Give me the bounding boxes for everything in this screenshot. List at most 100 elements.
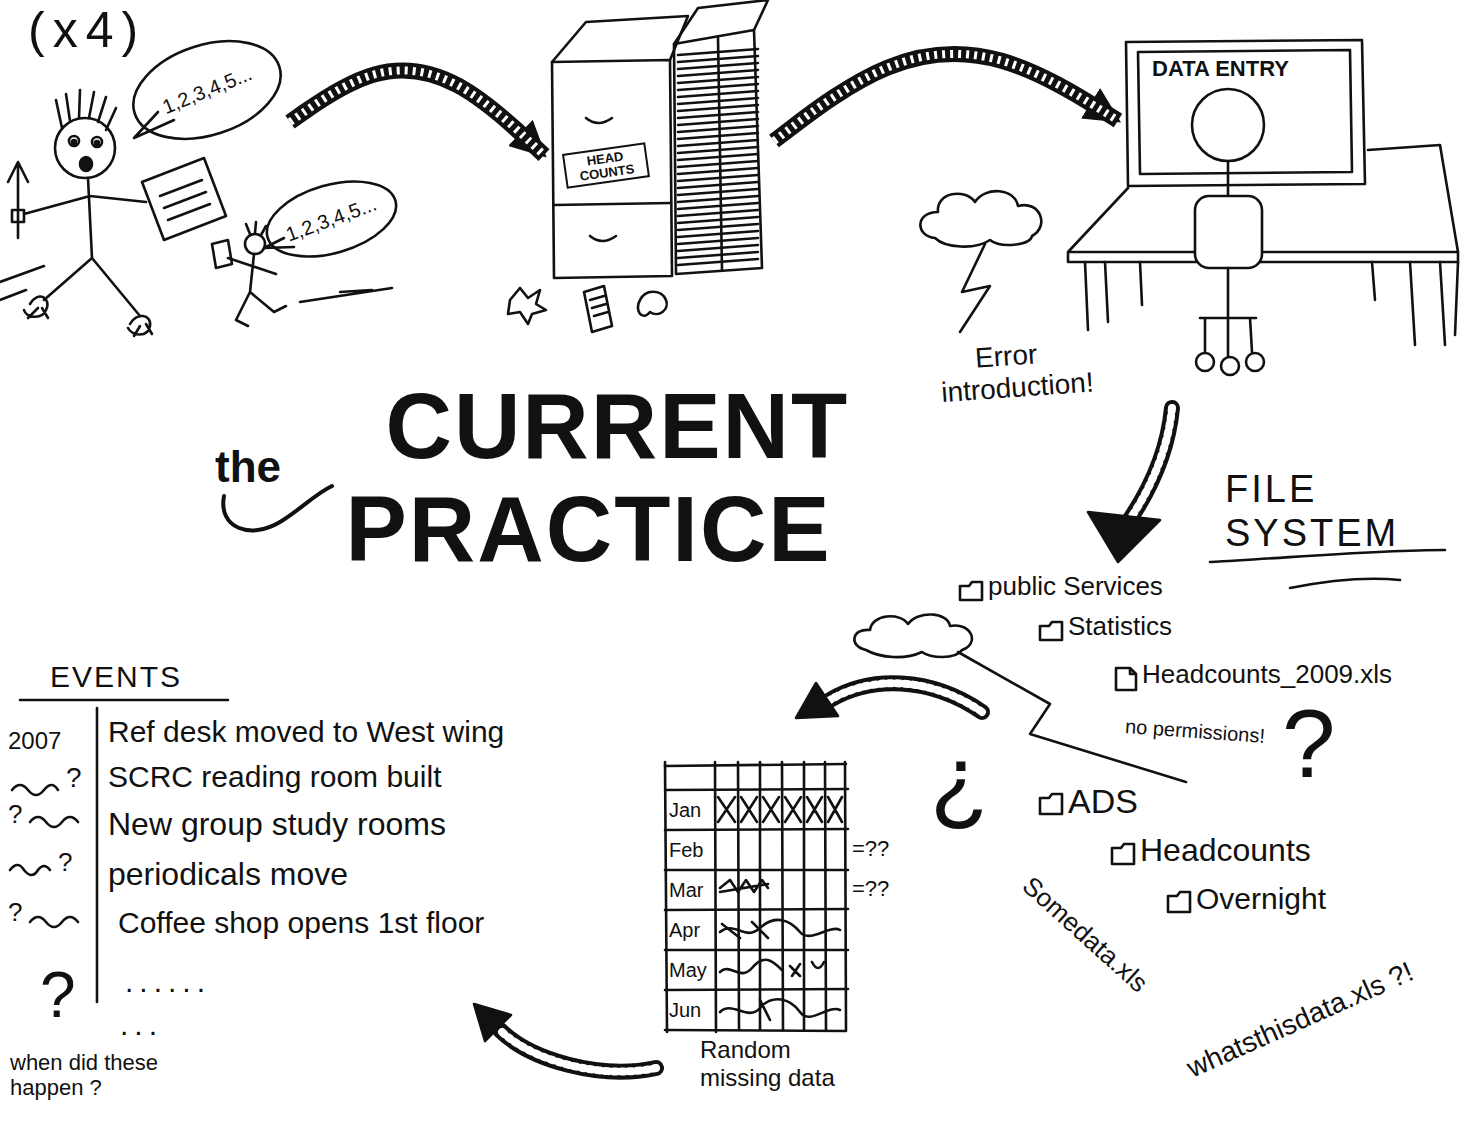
table-note: =??: [852, 876, 889, 901]
crumpled-paper: [638, 292, 667, 316]
stick-figure: [24, 297, 48, 318]
computer-monitor: DATA ENTRY: [1122, 38, 1367, 188]
hatched-arrow: [796, 683, 838, 718]
stick-figure: [72, 140, 76, 144]
month-cell: Feb: [669, 839, 703, 862]
flow-arrow: [290, 70, 544, 155]
folder-icon: [960, 582, 982, 600]
hatched-arrow: [830, 683, 982, 712]
question-mark: ?: [8, 800, 22, 830]
hatched-arrow: [1128, 408, 1172, 522]
title-swoosh: [223, 486, 332, 530]
folder-icon: [1040, 794, 1062, 814]
office-worker: [1192, 89, 1264, 161]
hatched-arrow: [474, 1004, 511, 1041]
question-mark: ?: [40, 960, 76, 1030]
cabinet-drawing: [552, 16, 688, 62]
cabinet-drawing: [674, 30, 762, 274]
question-mark: ¿: [930, 732, 989, 828]
folder-name: Headcounts: [1140, 832, 1311, 869]
bubble-outline: [258, 168, 405, 270]
hatched-arrow: [500, 1030, 656, 1072]
office-worker: [1246, 353, 1264, 371]
storm-cloud-small: [854, 614, 972, 657]
stick-figure: [80, 157, 92, 171]
stick-figure: [128, 316, 152, 336]
month-cell: Jan: [669, 799, 701, 822]
cabinet-drawing: [678, 49, 758, 265]
filing-cabinet-outline: [548, 0, 770, 282]
file-icon: [1116, 668, 1136, 690]
file-icon: [1116, 668, 1136, 690]
cabinet-drawing: [590, 236, 616, 241]
computer-monitor-text: DATA ENTRY: [1152, 56, 1289, 81]
file-name: Somedata.xls: [1016, 871, 1153, 999]
spreadsheet-grid: [665, 762, 848, 1032]
month-cell: Mar: [669, 879, 703, 902]
flow-arrow-group: [290, 70, 544, 155]
section-heading: FILE SYSTEM: [1225, 468, 1425, 555]
data-scribble: [718, 797, 842, 822]
event-text: Coffee shop opens 1st floor: [118, 906, 484, 941]
folder-name: Overnight: [1196, 882, 1326, 917]
event-text: New group study rooms: [108, 806, 446, 843]
crumpled-paper: [508, 288, 546, 324]
flow-arrow: [774, 54, 1118, 141]
spreadsheet-grid: [665, 762, 846, 1032]
section-underline: [1210, 550, 1445, 588]
sketch-art: [0, 89, 1458, 1072]
crumpled-paper: [508, 286, 667, 332]
flow-arrow-group: [774, 54, 1118, 141]
folder-icon: [1040, 622, 1062, 640]
stick-figure: [0, 266, 44, 300]
office-worker: [1196, 353, 1214, 371]
event-text: Ref desk moved to West wing: [108, 715, 504, 750]
hatched-arrow: [500, 1030, 656, 1072]
office-worker: [1192, 89, 1264, 375]
data-scribble: [720, 920, 840, 938]
cabinet-drawing: [554, 203, 671, 205]
folder-name: Statistics: [1068, 612, 1172, 642]
storm-cloud: [960, 244, 990, 332]
hatched-arrow: [796, 683, 982, 718]
question-mark: ?: [58, 848, 72, 878]
cabinet-drawing: [586, 118, 612, 123]
hatched-arrow: [1088, 512, 1160, 562]
stick-figure-small: [300, 288, 392, 302]
question-mark: ?: [1282, 696, 1335, 792]
list-heading: EVENTS: [50, 660, 182, 695]
arrow-hatching: [290, 70, 544, 155]
data-scribble: [718, 797, 842, 1020]
question-mark: ?: [8, 898, 22, 928]
folder-name: ADS: [1068, 782, 1138, 821]
question-mark: ?: [66, 762, 82, 794]
stick-figure: [56, 90, 116, 130]
office-worker: [1221, 357, 1239, 375]
section-underline: [1210, 550, 1445, 588]
spreadsheet-grid: [665, 764, 848, 1031]
table-caption: Random missing data: [700, 1036, 850, 1091]
stick-figure-small: [245, 234, 265, 254]
stick-figure: [142, 158, 226, 240]
stick-figure: [69, 136, 79, 146]
data-scribble: [720, 999, 840, 1020]
warning-note: no permissions!: [1124, 715, 1265, 748]
month-cell: Apr: [669, 919, 700, 942]
stick-figure: [95, 141, 99, 145]
event-text: SCRC reading room built: [108, 760, 441, 795]
month-cell: May: [669, 959, 707, 982]
month-cell: Jun: [669, 999, 701, 1022]
folder-icon: [1168, 892, 1190, 912]
question-note: when did these happen ?: [10, 1050, 175, 1101]
crumpled-paper: [584, 286, 612, 332]
speech-bubble: 1,2,3,4,5...: [262, 180, 401, 258]
office-worker: [1200, 268, 1256, 356]
hatched-arrow: [1088, 408, 1172, 562]
title-swoosh: [223, 486, 332, 530]
desk: [1085, 262, 1458, 345]
folder-icon: [1112, 844, 1134, 864]
stick-figure: [92, 137, 102, 147]
storm-cloud: [920, 191, 1041, 246]
